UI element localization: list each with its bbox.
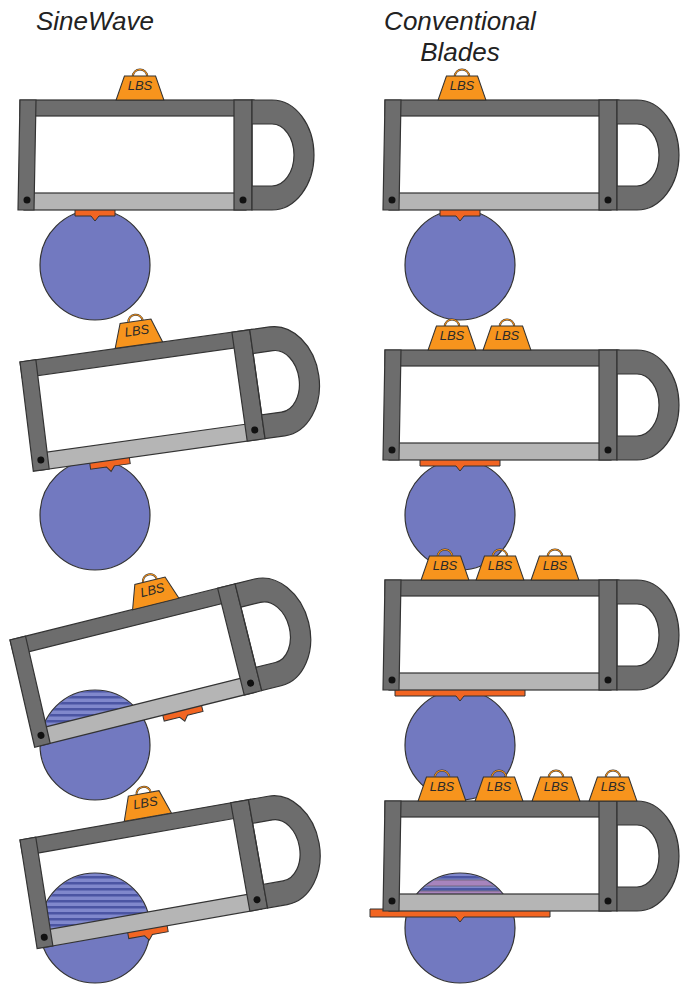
- saw-frame: [20, 100, 254, 116]
- weight-label: LBS: [418, 545, 472, 578]
- saw-handle: [617, 801, 679, 911]
- saw-handle: [235, 569, 322, 691]
- saw-frame: [383, 100, 401, 210]
- weight-label: LBS: [425, 315, 479, 348]
- saw-frame: [18, 837, 55, 948]
- hacksaw: [383, 100, 679, 221]
- weight-label: LBS: [586, 766, 640, 799]
- saw-frame: [18, 360, 51, 471]
- saw-blade: [40, 892, 262, 947]
- rivet: [605, 898, 612, 905]
- saw-frame: [385, 580, 619, 596]
- saw-handle: [617, 350, 679, 460]
- saw-frame: [599, 801, 617, 911]
- saw-frame: [10, 583, 241, 655]
- rivet: [389, 898, 396, 905]
- rivet: [389, 677, 396, 684]
- rivet: [253, 896, 261, 904]
- column-heading: Conventional Blades: [360, 6, 560, 68]
- saw-handle: [250, 321, 327, 439]
- rivet: [605, 677, 612, 684]
- workpiece-bar: [405, 460, 515, 570]
- cut-kerf: [405, 873, 515, 983]
- saw-blade: [389, 443, 611, 460]
- weight-block: LBS: [528, 545, 582, 581]
- workpiece-bar: [405, 210, 515, 320]
- saw-handle: [252, 100, 314, 210]
- weight-block: LBS: [473, 545, 527, 581]
- chip-layer: [422, 880, 498, 886]
- rivet: [37, 456, 45, 464]
- saw-blade: [24, 193, 246, 210]
- saw-handle: [617, 100, 679, 210]
- workpiece-bar: [40, 460, 150, 570]
- rivet: [24, 197, 31, 204]
- weight-block: LBS: [425, 315, 479, 351]
- weight-label: LBS: [480, 315, 534, 348]
- rivet: [40, 933, 48, 941]
- saw-frame: [599, 100, 617, 210]
- saw-frame: [383, 801, 401, 911]
- saw-frame: [18, 100, 36, 210]
- saw-frame: [385, 100, 619, 116]
- weight-label: LBS: [113, 65, 167, 98]
- weight-block: LBS: [107, 307, 165, 350]
- rivet: [251, 426, 259, 434]
- hacksaw: [383, 350, 679, 471]
- saw-blade: [389, 894, 611, 911]
- hacksaw: [18, 789, 331, 960]
- workpiece-bar: [40, 210, 150, 320]
- saw-blade: [389, 673, 611, 690]
- rivet: [605, 447, 612, 454]
- hacksaw: [383, 580, 679, 701]
- hacksaw: [18, 321, 328, 482]
- saw-frame: [8, 636, 52, 747]
- weight-block: LBS: [435, 65, 489, 101]
- saw-blade: [36, 676, 256, 746]
- weight-block: LBS: [415, 766, 469, 802]
- hacksaw: [18, 100, 314, 221]
- weight-block: LBS: [586, 766, 640, 802]
- saw-frame: [599, 350, 617, 460]
- weight-block: LBS: [529, 766, 583, 802]
- weight-label: LBS: [528, 545, 582, 578]
- workpiece-bar: [405, 873, 515, 983]
- column-heading: SineWave: [10, 6, 180, 37]
- saw-blade: [389, 193, 611, 210]
- rivet: [389, 447, 396, 454]
- weight-label: LBS: [473, 545, 527, 578]
- saw-frame: [234, 100, 252, 210]
- saw-frame: [383, 580, 401, 690]
- weight-label: LBS: [472, 766, 526, 799]
- weight-label: LBS: [529, 766, 583, 799]
- weight-label: LBS: [435, 65, 489, 98]
- weight-block: LBS: [480, 315, 534, 351]
- saw-frame: [383, 350, 401, 460]
- hacksaw: [8, 569, 324, 758]
- saw-handle: [617, 580, 679, 690]
- rivet: [246, 679, 254, 687]
- weight-label: LBS: [415, 766, 469, 799]
- saw-blade: [37, 423, 259, 471]
- hacksaw: [370, 801, 679, 922]
- saw-handle: [248, 789, 328, 908]
- saw-frame: [385, 350, 619, 366]
- rivet: [389, 197, 396, 204]
- weight-block: LBS: [113, 65, 167, 101]
- rivet: [605, 197, 612, 204]
- weight-block: LBS: [472, 766, 526, 802]
- weight-block: LBS: [418, 545, 472, 581]
- saw-frame: [599, 580, 617, 690]
- rivet: [240, 197, 247, 204]
- saw-frame: [385, 801, 619, 817]
- rivet: [37, 731, 45, 739]
